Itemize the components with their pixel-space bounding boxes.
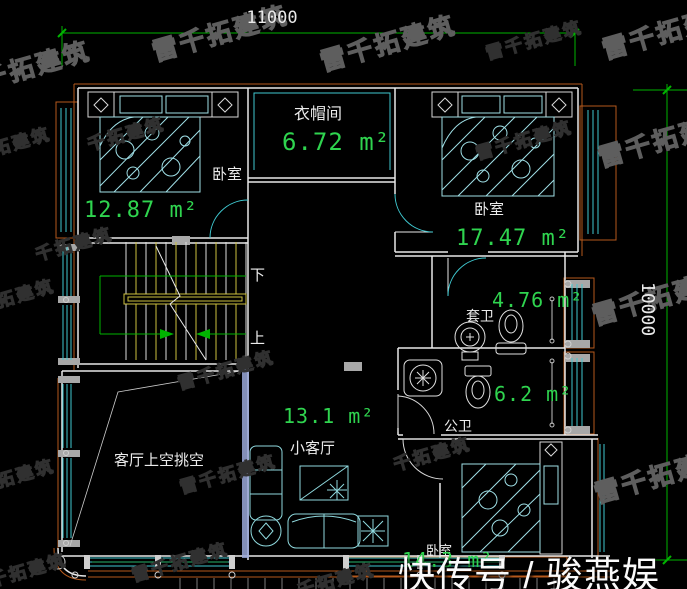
railing-hatch (179, 578, 555, 589)
window-posts (84, 555, 505, 569)
room-area-cloakroom: 6.72 m² (282, 128, 391, 156)
window-sills (58, 236, 590, 547)
stairs-down-label: 下 (250, 267, 266, 284)
room-label-living-small: 小客厅 (290, 440, 336, 457)
void-diagonal-line (69, 369, 247, 547)
dimension-lines (57, 26, 687, 565)
stairs-up-label: 上 (250, 330, 266, 347)
dimension-height-label: 10000 (637, 282, 658, 337)
exterior-accent-lines (53, 83, 617, 581)
room-area-bedroom-br: 14.3 m² (402, 548, 494, 572)
room-area-bedroom-tr: 17.47 m² (456, 226, 570, 251)
suite-bath-fixtures (454, 296, 555, 361)
highlighted-wall (242, 368, 249, 558)
hinge-circles (50, 280, 572, 579)
room-area-living-small: 13.1 m² (283, 404, 375, 428)
room-label-bedroom-tr: 卧室 (474, 201, 505, 218)
staircase (99, 242, 247, 361)
public-bath-fixtures (403, 358, 555, 428)
room-label-public-bath: 公卫 (444, 418, 472, 434)
room-area-suite-bath: 4.76 m² (492, 288, 584, 312)
room-label-bedroom-br: 卧室 (426, 543, 453, 558)
doors (209, 193, 487, 480)
dimension-width-label: 11000 (246, 8, 298, 28)
bed-bottom-right (461, 441, 563, 555)
room-label-suite-bath: 套卫 (466, 308, 494, 324)
sofa-set (249, 445, 389, 549)
room-label-living-void: 客厅上空挑空 (114, 452, 205, 469)
room-area-bedroom-tl: 12.87 m² (84, 198, 198, 223)
platform-watermark: 快传号 / 骏燕娱乐 (398, 555, 660, 589)
walls (57, 87, 610, 577)
room-label-bedroom-tl: 卧室 (212, 166, 243, 183)
bed-top-left (87, 91, 239, 193)
bed-top-right (431, 91, 573, 197)
room-label-cloakroom: 衣帽间 (294, 106, 343, 123)
room-area-public-bath: 6.2 m² (494, 382, 573, 406)
